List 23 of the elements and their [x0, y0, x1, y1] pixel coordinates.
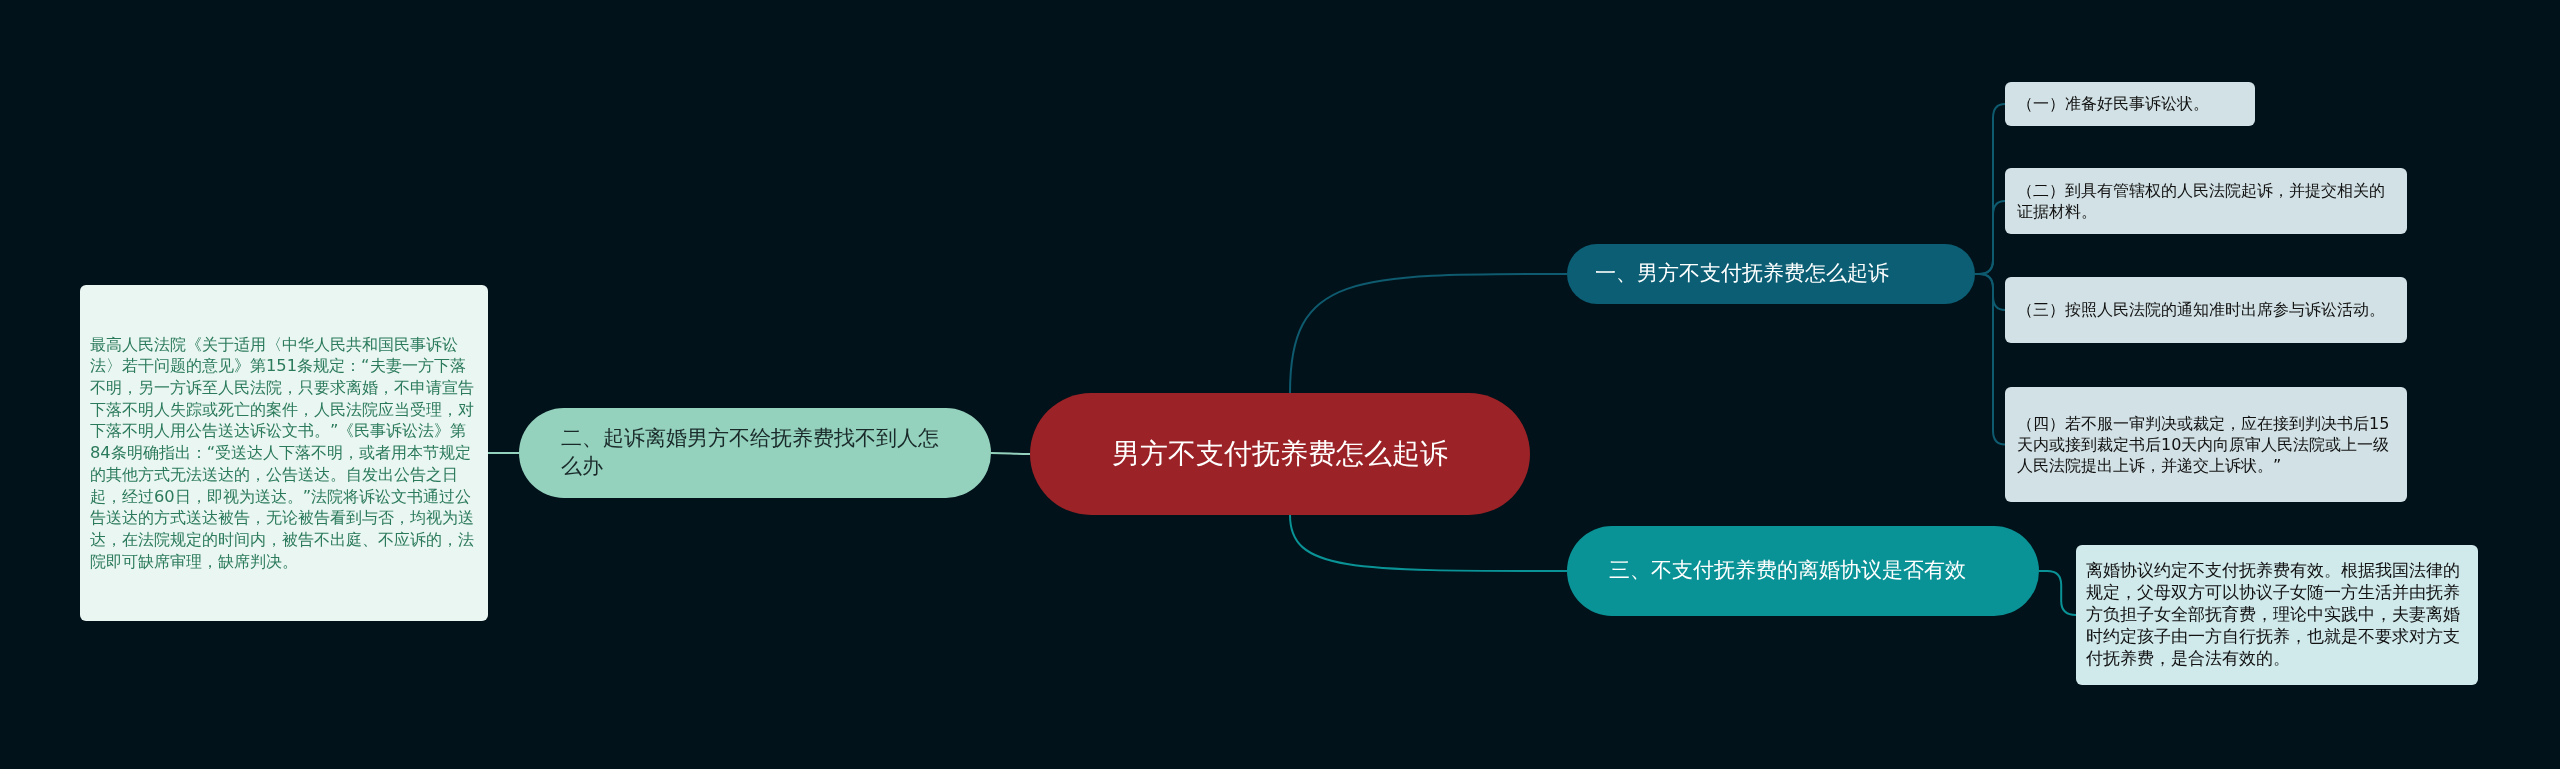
topic-text: （一）准备好民事诉讼状。: [2017, 93, 2209, 115]
topic-text: 一、男方不支付抚养费怎么起诉: [1595, 260, 1889, 288]
topic-text: （二）到具有管辖权的人民法院起诉，并提交相关的证据材料。: [2017, 179, 2386, 223]
leaf-note: [80, 285, 488, 621]
topic-text: 最高人民法院《关于适用〈中华人民共和国民事诉讼法〉若干问题的意见》第151条规定：“夫妻一方下落不明，另一方诉至人民法院，只要求离婚，不申请宣告下落不明人失踪或死亡的案件，人民法院应当受理，对下落不明人用公告送达诉讼文书。”《民事诉讼法》第84条明确指出：“受送达人下落不明，或者用本节规定的其他方式无法送达的，公告送达。自发出公告之日起，经过60日，即视为送达。”法院将诉讼文书通过公告送达的方式送达被告，无论被告看到与否，均视为送达，在法院规定的时间内，被告不出庭、不应诉的，法院即可缺席审理，缺席判决。: [90, 333, 475, 573]
topic-text: 离婚协议约定不支付抚养费有效。根据我国法律的规定，父母双方可以协议子女随一方生活并由抚养方负担子女全部抚育费，理论中实践中，夫妻离婚时约定孩子由一方自行抚养，也就是不要求对方支付抚养费，是合法有效的。: [2086, 560, 2461, 670]
connector-line: [1289, 514, 1568, 572]
leaf-note: [2005, 168, 2407, 234]
leaf-note: [2005, 387, 2407, 502]
topic-text: 男方不支付抚养费怎么起诉: [1112, 436, 1448, 473]
branch-topic: [1567, 244, 1975, 304]
connector-line: [1974, 273, 2006, 446]
leaf-note: [2005, 82, 2255, 126]
topic-text: 二、起诉离婚男方不给抚养费找不到人怎么办: [561, 425, 940, 480]
connector-line: [990, 452, 1031, 455]
topic-text: （三）按照人民法院的通知准时出席参与诉讼活动。: [2017, 299, 2385, 321]
connector-line: [487, 452, 520, 454]
leaf-note: [2076, 545, 2478, 685]
topic-text: 三、不支付抚养费的离婚协议是否有效: [1609, 557, 1966, 585]
connector-line: [1289, 273, 1568, 394]
topic-text: （四）若不服一审判决或裁定，应在接到判决书后15天内或接到裁定书后10天内向原审人民法院或上一级人民法院提出上诉，并递交上诉状。”: [2017, 412, 2391, 477]
leaf-note: [2005, 277, 2407, 343]
connector-line: [2038, 570, 2077, 616]
